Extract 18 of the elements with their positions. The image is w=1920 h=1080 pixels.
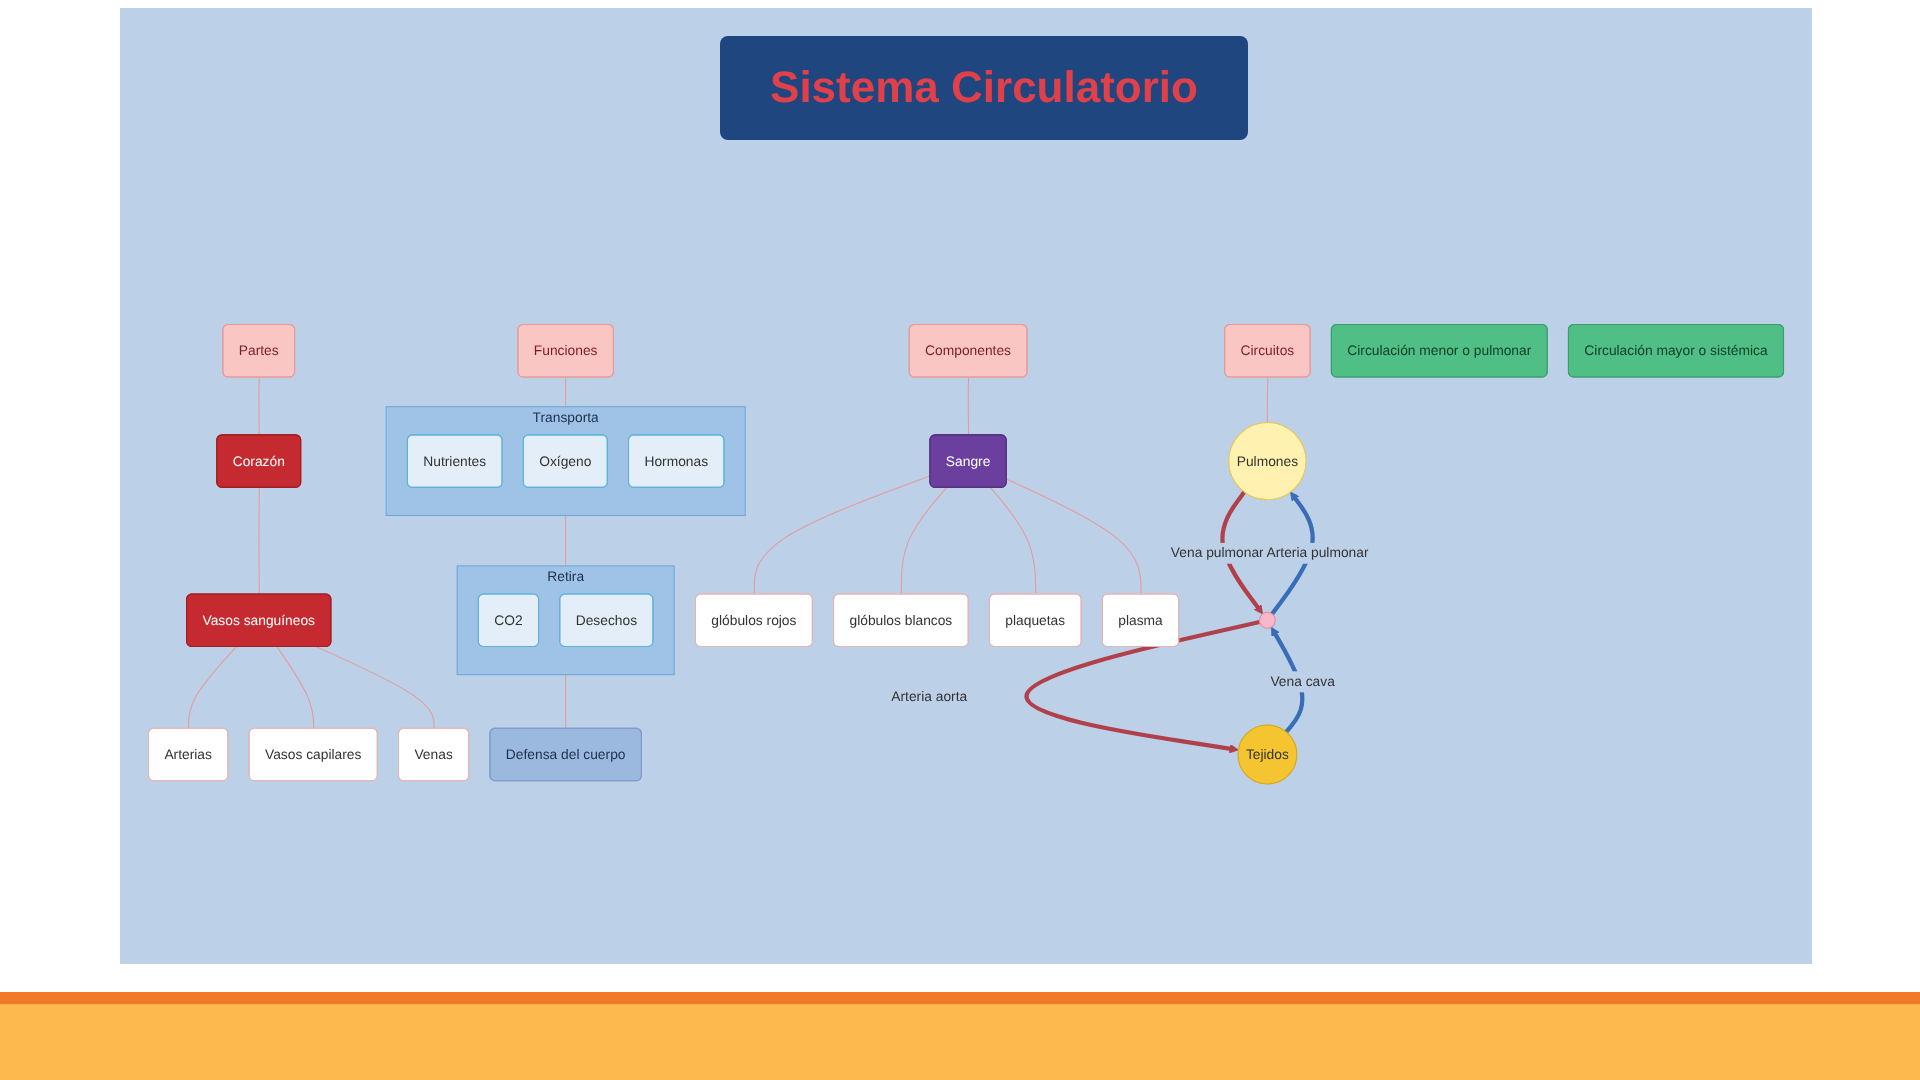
connector xyxy=(258,376,260,436)
connector xyxy=(967,376,970,436)
connector xyxy=(900,487,947,595)
node-circle xyxy=(1258,611,1276,629)
title-banner: Sistema Circulatorio xyxy=(720,36,1248,140)
connector xyxy=(565,673,567,729)
connector xyxy=(1266,376,1269,423)
connector xyxy=(258,487,260,595)
connector xyxy=(316,646,435,730)
connector xyxy=(565,514,567,567)
connector xyxy=(276,646,315,730)
connector xyxy=(990,487,1037,595)
connector xyxy=(753,475,931,595)
connector xyxy=(188,646,237,730)
connector xyxy=(1006,478,1142,595)
arrow xyxy=(1024,619,1261,754)
connector xyxy=(565,376,567,408)
arrow xyxy=(1220,490,1264,615)
